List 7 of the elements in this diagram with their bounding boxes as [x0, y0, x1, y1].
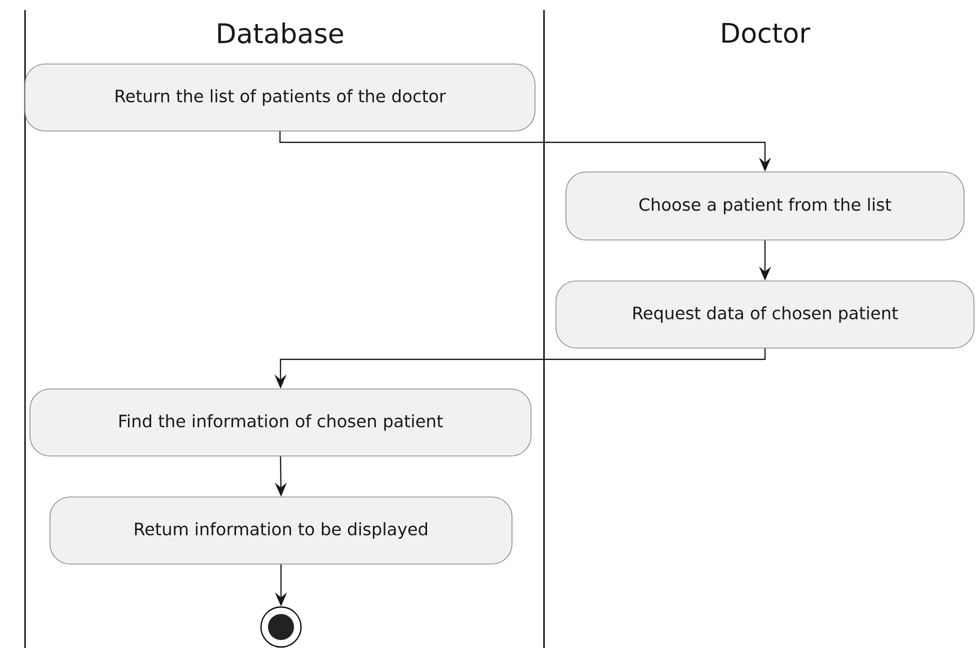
lane-heading: Doctor [722, 22, 810, 44]
action-box: Find the information of chosen patient [30, 388, 532, 456]
action-box: Retum information to be displayed [50, 496, 512, 564]
action-box: Request data of chosen patient [556, 280, 974, 348]
action-box: Choose a patient from the list [566, 172, 964, 240]
end-node [260, 606, 302, 648]
action-box: Return the list of patients of the doctor [24, 64, 536, 132]
